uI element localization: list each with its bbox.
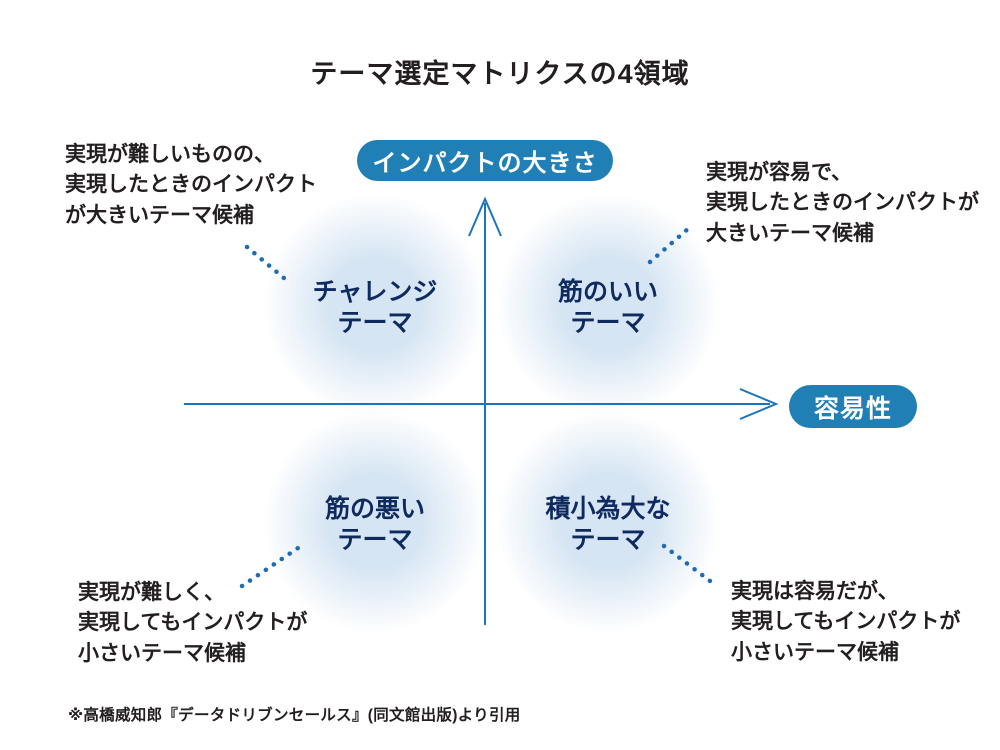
quadrant-label-bottom-left: 筋の悪い テーマ (265, 494, 485, 557)
annotation-line: 小さいテーマ候補 (78, 641, 246, 665)
annotation-line: 実現は容易だが、 (731, 580, 899, 603)
annotation-top-right: 実現が容易で、 実現したときのインパクトが 大きいテーマ候補 (706, 158, 979, 249)
annotation-bottom-left: 実現が難しく、 実現してもインパクトが 小さいテーマ候補 (78, 578, 307, 669)
annotation-line: 実現が難しく、 (78, 581, 225, 604)
quadrant-label-line: テーマ (570, 309, 646, 338)
annotation-top-left: 実現が難しいものの、 実現したときのインパクト が大きいテーマ候補 (65, 140, 317, 231)
quadrant-label-line: 積小為大な (545, 495, 671, 523)
annotation-line: 実現したときのインパクト (65, 173, 317, 197)
quadrant-label-line: 筋の悪い (324, 495, 425, 523)
quadrant-label-line: テーマ (337, 309, 413, 338)
annotation-line: 実現してもインパクトが (78, 611, 308, 635)
quadrant-label-line: チャレンジ (312, 278, 438, 306)
dotted-leader-top-right (647, 225, 692, 265)
citation-footnote: ※高橋威知郎『データドリブンセールス』(同文館出版)より引用 (68, 707, 521, 724)
quadrant-glow-top-right (498, 195, 718, 415)
x-axis-label-pill: 容易性 (789, 385, 917, 428)
annotation-line: 実現が難しいものの、 (65, 143, 275, 166)
dotted-leader-bottom-left (239, 545, 301, 589)
quadrant-label-top-left: チャレンジ テーマ (265, 277, 485, 340)
quadrant-label-top-right: 筋のいい テーマ (498, 277, 718, 340)
y-axis-arrowhead-icon (468, 196, 502, 237)
y-axis-label-pill: インパクトの大きさ (357, 140, 613, 181)
quadrant-label-bottom-right: 積小為大な テーマ (498, 494, 718, 557)
dotted-leader-bottom-right (661, 543, 717, 587)
annotation-line: 実現したときのインパクトが (706, 191, 979, 215)
x-axis-arrowhead-icon (739, 388, 779, 420)
annotation-line: が大きいテーマ候補 (65, 203, 254, 227)
annotation-line: 実現してもインパクトが (731, 610, 961, 634)
quadrant-label-line: テーマ (337, 526, 413, 555)
quadrant-glow-bottom-right (498, 412, 718, 632)
dotted-leader-top-left (244, 244, 294, 287)
annotation-line: 大きいテーマ候補 (706, 221, 874, 245)
diagram-title: テーマ選定マトリクスの4領域 (310, 59, 690, 89)
quadrant-label-line: 筋のいい (557, 278, 658, 306)
annotation-line: 小さいテーマ候補 (731, 640, 899, 664)
annotation-line: 実現が容易で、 (706, 161, 853, 184)
quadrant-glow-bottom-left (265, 412, 485, 632)
quadrant-label-line: テーマ (570, 526, 646, 555)
quadrant-glow-top-left (265, 195, 485, 415)
annotation-bottom-right: 実現は容易だが、 実現してもインパクトが 小さいテーマ候補 (731, 577, 960, 668)
